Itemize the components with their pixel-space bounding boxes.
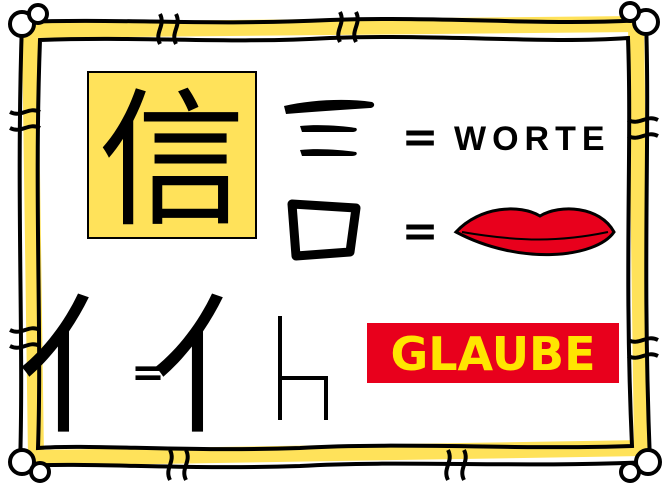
chair-icon <box>278 316 328 420</box>
main-character-box <box>87 71 257 239</box>
equals-worte: = <box>402 112 439 163</box>
main-character: 信 <box>98 75 246 247</box>
speech-strokes-icon <box>284 99 375 156</box>
word-worte: WORTE <box>454 120 611 158</box>
word-glaube: GLAUBE <box>390 327 595 381</box>
lips-icon <box>453 207 616 256</box>
mouth-box-icon <box>287 199 361 261</box>
radical-person: 亻 <box>17 282 167 456</box>
equals-person: = <box>131 350 165 396</box>
bone-frame-icon <box>8 1 662 483</box>
radical-person-second: 亻 <box>151 282 301 456</box>
equals-lips: = <box>402 206 439 257</box>
glaube-box <box>365 321 621 385</box>
